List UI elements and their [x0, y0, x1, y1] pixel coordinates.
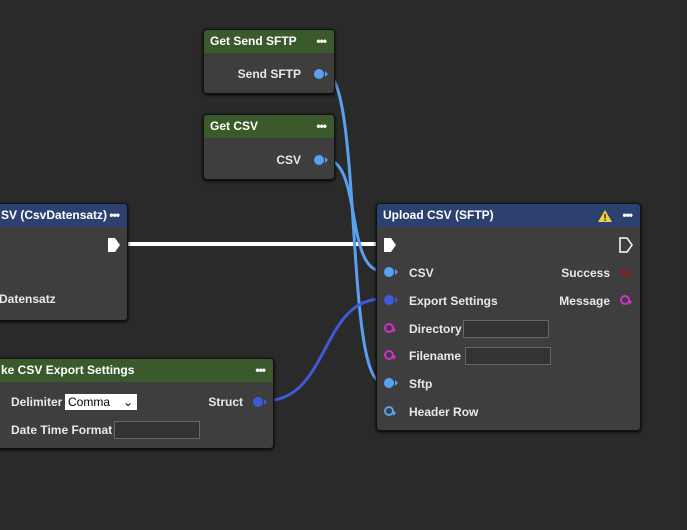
csv-wire: [324, 157, 383, 273]
more-icon[interactable]: •••: [316, 34, 327, 48]
exec-in-icon[interactable]: [383, 237, 397, 253]
csv-export-settings-node[interactable]: ke CSV Export Settings ••• Delimiter Comm…: [0, 358, 274, 449]
upload-csv-node[interactable]: Upload CSV (SFTP) ••• CSV Export Setting…: [376, 203, 641, 431]
sftp-pin-icon[interactable]: [384, 378, 398, 388]
pin-label: Datensatz: [0, 292, 56, 306]
node-title: ke CSV Export Settings: [1, 363, 135, 377]
struct-wire: [263, 297, 383, 403]
exec-out-icon[interactable]: [619, 237, 633, 253]
node-header[interactable]: Get Send SFTP •••: [204, 30, 334, 53]
exec-out-icon[interactable]: [107, 237, 121, 253]
csv-datensatz-node[interactable]: SV (CsvDatensatz)••• Datensatz: [0, 203, 128, 321]
object-pin-icon[interactable]: [314, 155, 328, 165]
get-send-sftp-node[interactable]: Get Send SFTP ••• Send SFTP: [203, 29, 335, 94]
date-format-label: Date Time Format: [11, 423, 113, 437]
date-format-input[interactable]: [114, 421, 200, 439]
pin-label: Export Settings: [409, 294, 498, 308]
node-header[interactable]: ke CSV Export Settings •••: [0, 359, 273, 382]
pin-label: Header Row: [409, 405, 479, 419]
struct-pin-icon[interactable]: [253, 397, 267, 407]
node-title: Get Send SFTP: [210, 34, 297, 48]
more-icon[interactable]: •••: [316, 119, 327, 133]
pin-label: Filename: [409, 349, 462, 363]
node-title: Get CSV: [210, 119, 259, 133]
node-title: Upload CSV (SFTP): [383, 208, 494, 222]
message-pin-icon[interactable]: [620, 295, 632, 305]
success-pin-icon[interactable]: [620, 267, 632, 277]
pin-label: Directory: [409, 322, 462, 336]
pin-label: Send SFTP: [237, 67, 301, 81]
more-icon[interactable]: •••: [622, 208, 633, 222]
delimiter-label: Delimiter: [11, 395, 63, 409]
pin-label: Message: [559, 294, 610, 308]
pin-label: CSV: [409, 266, 434, 280]
get-csv-node[interactable]: Get CSV ••• CSV: [203, 114, 335, 180]
export-settings-pin-icon[interactable]: [384, 295, 398, 305]
header-row-pin-icon[interactable]: [384, 406, 396, 416]
csv-pin-icon[interactable]: [384, 267, 398, 277]
node-header[interactable]: SV (CsvDatensatz)•••: [0, 204, 127, 227]
warning-icon[interactable]: [597, 209, 613, 223]
directory-pin-icon[interactable]: [384, 323, 396, 333]
more-icon[interactable]: •••: [255, 363, 266, 377]
filename-input[interactable]: [465, 347, 551, 365]
pin-label: CSV: [276, 153, 301, 167]
chevron-down-icon: ⌄: [122, 395, 133, 409]
pin-label: Struct: [208, 395, 243, 409]
more-icon[interactable]: •••: [109, 208, 120, 222]
node-header[interactable]: Get CSV •••: [204, 115, 334, 138]
delimiter-select[interactable]: Comma ⌄: [65, 394, 137, 410]
delimiter-value: Comma: [68, 395, 111, 409]
node-header[interactable]: Upload CSV (SFTP) •••: [377, 204, 640, 227]
directory-input[interactable]: [463, 320, 549, 338]
pin-label: Sftp: [409, 377, 433, 391]
filename-pin-icon[interactable]: [384, 350, 396, 360]
pin-label: Success: [561, 266, 610, 280]
sftp-wire: [324, 71, 383, 384]
node-title: SV (CsvDatensatz): [1, 208, 108, 222]
object-pin-icon[interactable]: [314, 69, 328, 79]
